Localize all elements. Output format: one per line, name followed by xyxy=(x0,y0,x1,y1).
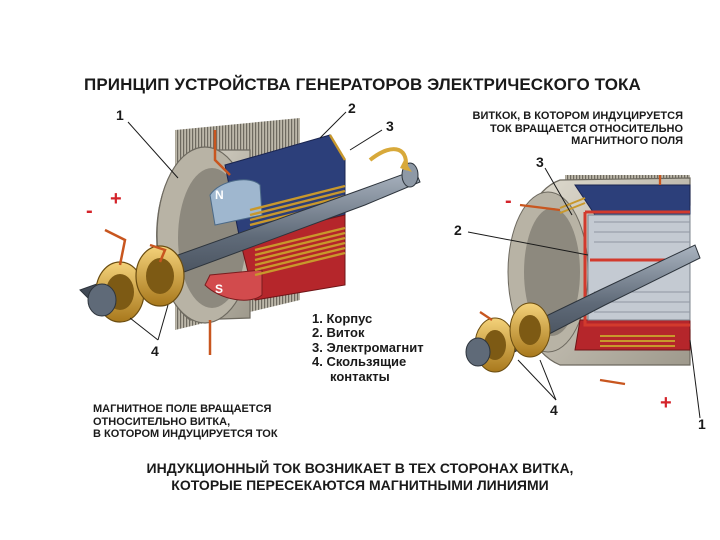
right-callout-4: 4 xyxy=(550,402,558,418)
left-callout-3: 3 xyxy=(386,118,394,134)
right-slip-rings xyxy=(465,302,551,373)
right-minus-sign: - xyxy=(505,190,512,212)
right-leads xyxy=(479,175,662,386)
legend-item-housing: 1. Корпус xyxy=(312,311,373,326)
left-plus-sign: + xyxy=(110,188,122,210)
left-leads xyxy=(104,130,231,355)
right-caption: ВИТКОК, В КОТОРОМ ИНДУЦИРУЕТСЯ ТОК ВРАЩА… xyxy=(472,110,683,147)
bottom-statement: ИНДУКЦИОННЫЙ ТОК ВОЗНИКАЕТ В ТЕХ СТОРОНА… xyxy=(146,460,574,493)
right-coil-loop xyxy=(583,210,690,327)
right-callout-2: 2 xyxy=(454,222,462,238)
right-windings xyxy=(559,197,675,347)
right-plus-sign: + xyxy=(660,392,672,414)
left-callout-4: 4 xyxy=(151,343,159,359)
parts-legend: 1. Корпус 2. Виток 3. Электромагнит 4. С… xyxy=(312,311,424,384)
right-callout-3: 3 xyxy=(536,154,544,170)
diagram-title: ПРИНЦИП УСТРОЙСТВА ГЕНЕРАТОРОВ ЭЛЕКТРИЧЕ… xyxy=(84,75,641,94)
left-minus-sign: - xyxy=(86,200,93,222)
legend-item-electromagnet: 3. Электромагнит xyxy=(312,339,424,355)
right-generator xyxy=(465,167,701,419)
left-pole-n: N xyxy=(215,188,224,202)
legend-item-contacts-cont: контакты xyxy=(330,368,390,384)
legend-item-coil: 2. Виток xyxy=(312,325,365,341)
left-caption: МАГНИТНОЕ ПОЛЕ ВРАЩАЕТСЯ ОТНОСИТЕЛЬНО ВИ… xyxy=(93,403,278,440)
left-generator xyxy=(79,111,421,355)
left-pole-s: S xyxy=(215,282,224,296)
left-slip-rings xyxy=(87,245,185,323)
left-callout-1: 1 xyxy=(116,107,124,123)
left-rotation-arrow xyxy=(368,147,408,171)
legend-item-contacts: 4. Скользящие xyxy=(312,354,407,370)
right-callout-1: 1 xyxy=(698,416,706,432)
left-callout-2: 2 xyxy=(348,100,356,116)
